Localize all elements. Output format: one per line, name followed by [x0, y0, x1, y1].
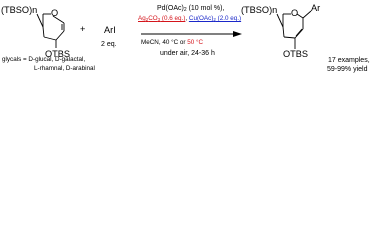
silver-carbonate-label: Ag2CO3 (0.6 eq.) — [138, 15, 186, 22]
yield-range-label: 59-99% yield — [327, 66, 368, 73]
copper-acetate-label: Cu(OAc)2 (2.0 eq.) — [188, 15, 242, 22]
additives-line: Ag2CO3 (0.6 eq.), Cu(OAc)2 (2.0 eq.) — [138, 15, 242, 23]
product-otbs-label: OTBS — [283, 49, 309, 59]
reaction-arrow — [141, 31, 242, 37]
solvent-temperature-line: MeCN, 40 °C or 50 °C — [141, 39, 204, 46]
plus-sign: + — [80, 24, 86, 34]
glycal-protecting-group: (TBSO)n — [1, 5, 38, 15]
glycal-scope-line-2: L-rhamnal, D-arabinal — [34, 65, 95, 72]
catalyst-subscript: 2 — [183, 7, 187, 13]
product-protecting-group: (TBSO)n — [241, 5, 278, 15]
solvent-temperature-label: MeCN, 40 °C or — [141, 39, 188, 46]
glycal-ring-oxygen: O — [51, 8, 59, 18]
aryl-iodide-label: ArI — [104, 25, 116, 35]
aryl-iodide-equivalents: 2 eq. — [101, 41, 117, 48]
catalyst-line: Pd(OAc)2 (10 mol %), — [157, 5, 224, 13]
glycal-scope-line-1: glycals = D-glucal, D-galactal, — [2, 56, 86, 63]
examples-count-label: 17 examples, — [328, 57, 370, 64]
product-aryl-label: Ar — [311, 3, 321, 13]
reaction-scheme: (TBSO)n O OTBS + ArI 2 eq. Pd(OAc)2 (10 … — [0, 0, 378, 77]
additives-separator: , — [185, 15, 189, 22]
glycal-otbs-label: OTBS — [45, 49, 71, 59]
catalyst-loading: (10 mol %), — [186, 5, 225, 12]
product-ring-oxygen: O — [291, 8, 299, 18]
scheme-bonds — [36, 10, 312, 49]
alternate-temperature-label: 50 °C — [187, 39, 204, 46]
glycal-ring-bonds — [36, 13, 65, 48]
catalyst-label: Pd(OAc) — [157, 5, 184, 12]
atmosphere-time-label: under air, 24-36 h — [160, 50, 215, 57]
product-ring-bonds — [276, 10, 312, 49]
